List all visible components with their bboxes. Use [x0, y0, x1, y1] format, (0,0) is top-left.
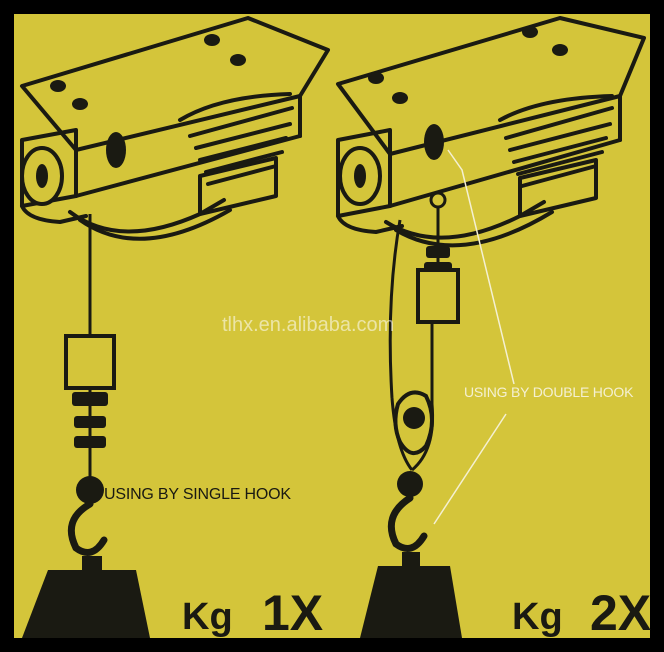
- right-mount-plate: [336, 16, 646, 156]
- left-weight: [22, 570, 150, 638]
- left-unit-label: Kg: [182, 596, 233, 638]
- right-multiplier-label: 2X: [590, 585, 652, 641]
- right-unit-label: Kg: [512, 596, 563, 638]
- watermark-text: tlhx.en.alibaba.com: [222, 314, 395, 336]
- double-hook-callout-lines: [433, 149, 515, 525]
- left-hoist: [20, 16, 330, 241]
- left-hook: [67, 500, 108, 556]
- left-multiplier-label: 1X: [262, 585, 324, 641]
- right-stopper: [424, 246, 452, 272]
- right-holes: [368, 26, 568, 160]
- left-mount-plate: [20, 16, 330, 152]
- right-pulley-block: [393, 390, 434, 497]
- right-weight: [360, 566, 462, 638]
- single-hook-label: USING BY SINGLE HOOK: [104, 486, 291, 503]
- right-hook: [387, 494, 428, 552]
- left-stopper-blocks: [72, 392, 108, 504]
- double-hook-label: USING BY DOUBLE HOOK: [464, 384, 634, 400]
- yellow-background: [14, 14, 650, 638]
- left-holes: [50, 34, 246, 168]
- right-hoist: [336, 16, 646, 248]
- right-anchor-pin: [429, 191, 447, 209]
